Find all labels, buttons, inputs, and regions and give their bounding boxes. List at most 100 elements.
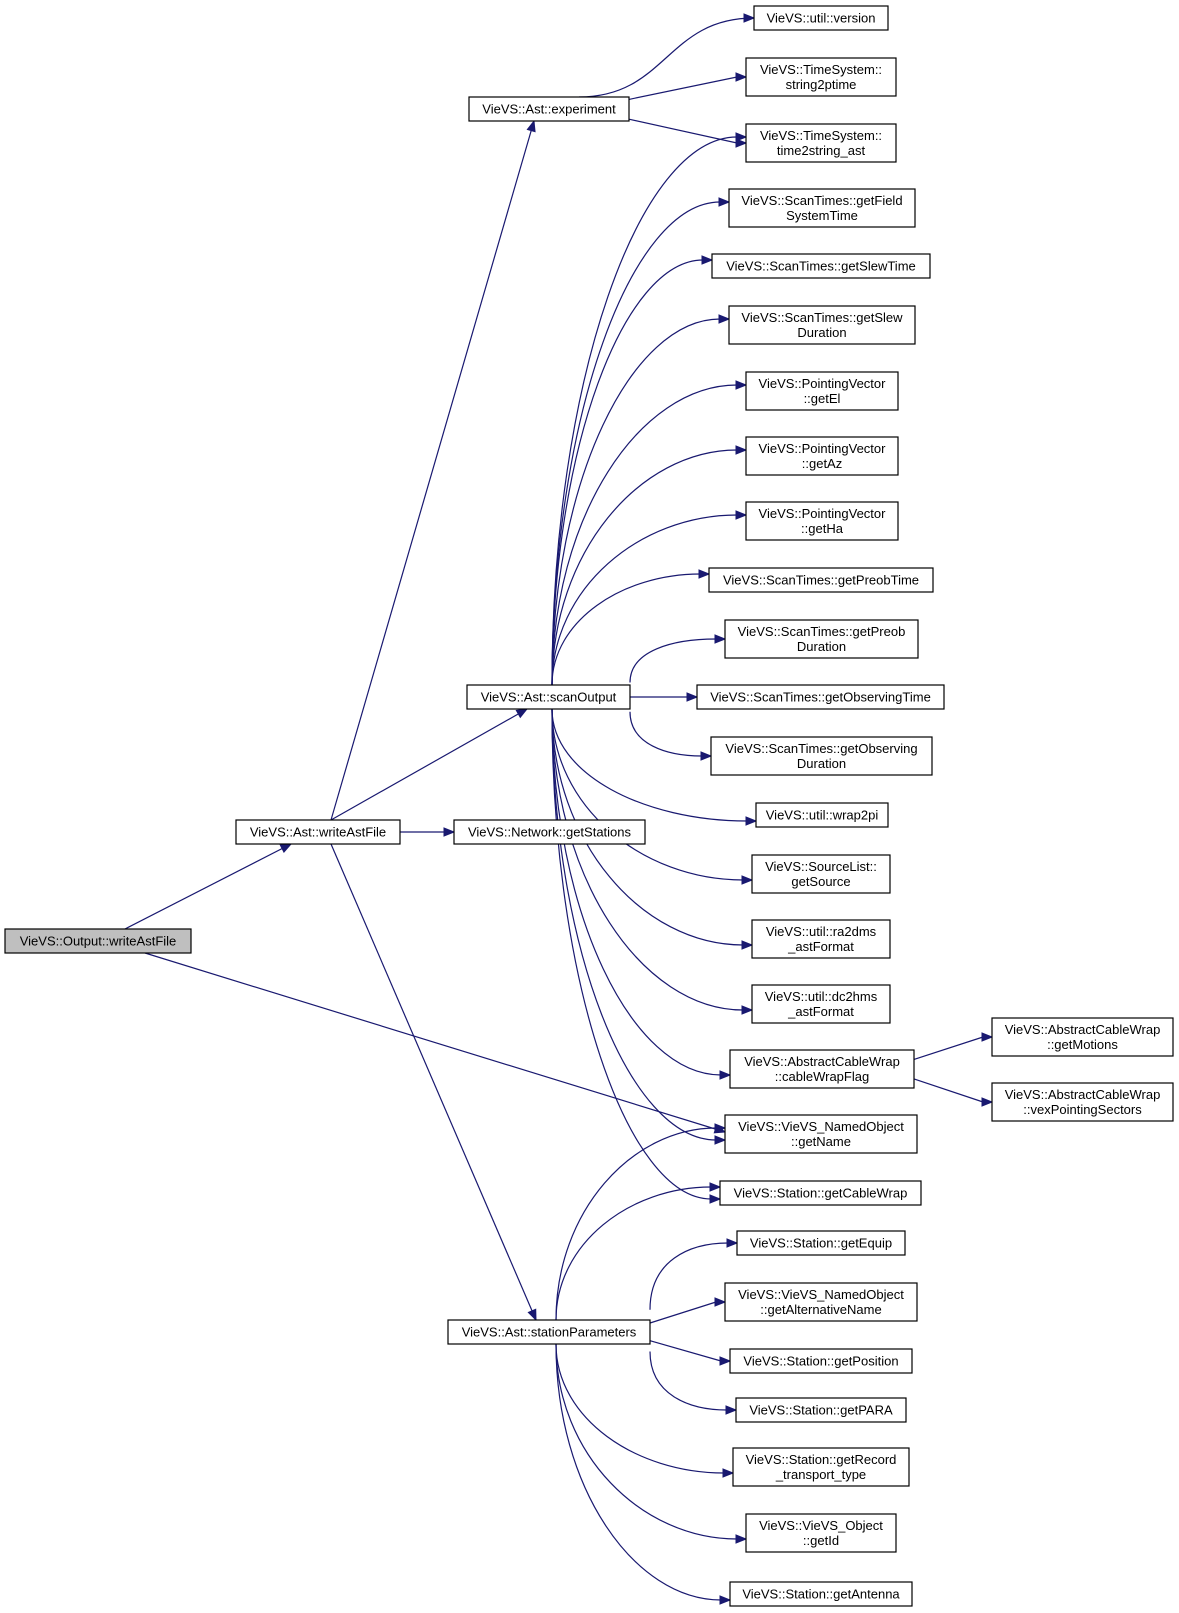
edge-line (330, 708, 528, 821)
edge-ast_scanOutput-to-st_getFieldSystemTime (551, 197, 731, 686)
arrowhead-icon (981, 1032, 994, 1042)
node-label: VieVS::Station::getEquip (750, 1236, 892, 1251)
node-ast_scanOutput[interactable]: VieVS::Ast::scanOutput (466, 684, 631, 710)
node-stn_getPARA[interactable]: VieVS::Station::getPARA (735, 1397, 907, 1423)
node-pv_getAz[interactable]: VieVS::PointingVector::getAz (745, 436, 899, 476)
arrowhead-icon (735, 132, 748, 142)
node-box (729, 1581, 913, 1607)
node-box (735, 1397, 907, 1423)
arrowhead-icon (735, 380, 748, 390)
node-obj_getId[interactable]: VieVS::VieVS_Object::getId (745, 1513, 897, 1553)
edge-acw_cableWrapFlag-to-acw_getMotions (913, 1032, 994, 1060)
edge-line (551, 201, 721, 686)
node-box (751, 984, 891, 1024)
node-box (745, 501, 899, 541)
edge-line (551, 318, 721, 686)
node-util_version[interactable]: VieVS::util::version (753, 5, 889, 31)
node-label: VieVS::AbstractCableWrap (1005, 1022, 1161, 1037)
node-pv_getHa[interactable]: VieVS::PointingVector::getHa (745, 501, 899, 541)
edge-line (551, 136, 738, 686)
node-output_writeAstFile[interactable]: VieVS::Output::writeAstFile (4, 928, 192, 954)
node-label: VieVS::Ast::writeAstFile (250, 825, 386, 840)
node-label: VieVS::Ast::scanOutput (481, 690, 617, 705)
node-label: Duration (797, 639, 846, 654)
node-box (711, 253, 931, 279)
node-pv_getEl[interactable]: VieVS::PointingVector::getEl (745, 371, 899, 411)
node-util_dc2hms[interactable]: VieVS::util::dc2hms_astFormat (751, 984, 891, 1024)
edge-line (629, 711, 703, 757)
node-label: VieVS::Station::getPARA (749, 1403, 893, 1418)
arrowhead-icon (722, 1468, 735, 1478)
arrowhead-icon (745, 816, 758, 826)
node-stn_getEquip[interactable]: VieVS::Station::getEquip (736, 1230, 906, 1256)
node-sl_getSource[interactable]: VieVS::SourceList::getSource (751, 854, 891, 894)
node-stn_getCableWrap[interactable]: VieVS::Station::getCableWrap (719, 1180, 922, 1206)
node-ts_string2ptime[interactable]: VieVS::TimeSystem::string2ptime (745, 57, 897, 97)
edge-ast_stationParameters-to-no_getName (555, 1123, 727, 1321)
edge-ast_stationParameters-to-obj_getId (555, 1343, 748, 1544)
node-no_getName[interactable]: VieVS::VieVS_NamedObject::getName (724, 1114, 918, 1154)
node-label: VieVS::ScanTimes::getObservingTime (710, 690, 931, 705)
node-label: _astFormat (787, 1004, 854, 1019)
node-stn_getPosition[interactable]: VieVS::Station::getPosition (729, 1348, 913, 1374)
edge-acw_cableWrapFlag-to-acw_vexPointingSectors (913, 1078, 994, 1107)
arrowhead-icon (701, 255, 714, 265)
node-ast_stationParameters[interactable]: VieVS::Ast::stationParameters (447, 1319, 651, 1345)
edge-ast_scanOutput-to-pv_getHa (551, 510, 748, 686)
node-box (235, 819, 401, 845)
node-stn_getRecord[interactable]: VieVS::Station::getRecord_transport_type (732, 1447, 910, 1487)
node-util_ra2dms[interactable]: VieVS::util::ra2dms_astFormat (751, 919, 891, 959)
edge-ast_stationParameters-to-stn_getPARA (649, 1351, 738, 1415)
node-label: getSource (791, 874, 850, 889)
node-st_getObservingTime[interactable]: VieVS::ScanTimes::getObservingTime (696, 684, 945, 710)
node-box (708, 567, 934, 593)
node-network_getStations[interactable]: VieVS::Network::getStations (453, 819, 646, 845)
node-util_wrap2pi[interactable]: VieVS::util::wrap2pi (755, 802, 889, 828)
edge-line (551, 573, 701, 686)
edge-line (628, 76, 738, 100)
edge-line (551, 384, 738, 686)
node-label: VieVS::util::version (767, 11, 876, 26)
node-ast_experiment[interactable]: VieVS::Ast::experiment (468, 96, 630, 122)
node-label: VieVS::ScanTimes::getSlewTime (726, 259, 916, 274)
node-label: time2string_ast (777, 143, 866, 158)
arrowhead-icon (686, 692, 699, 702)
edge-ast_scanOutput-to-util_dc2hms (551, 708, 754, 1015)
node-label: VieVS::VieVS_Object (759, 1518, 883, 1533)
node-box (729, 1049, 915, 1089)
node-label: SystemTime (786, 208, 858, 223)
node-label: VieVS::util::ra2dms (766, 924, 877, 939)
edge-ast_writeAstFile-to-ast_scanOutput (330, 708, 529, 821)
node-label: Duration (797, 325, 846, 340)
edge-line (913, 1078, 984, 1103)
edge-ast_scanOutput-to-st_getPreobDuration (629, 634, 727, 683)
edge-line (551, 708, 712, 1200)
node-ast_writeAstFile[interactable]: VieVS::Ast::writeAstFile (235, 819, 401, 845)
arrowhead-icon (719, 1070, 732, 1080)
edge-line (578, 17, 755, 98)
node-label: VieVS::Ast::stationParameters (462, 1325, 637, 1340)
edge-ast_writeAstFile-to-ast_stationParameters (330, 843, 537, 1322)
edge-ast_stationParameters-to-stn_getRecord (555, 1343, 735, 1478)
edge-line (555, 1186, 712, 1321)
arrowhead-icon (735, 510, 748, 520)
node-label: ::getName (791, 1134, 851, 1149)
node-stn_getAntenna[interactable]: VieVS::Station::getAntenna (729, 1581, 913, 1607)
edge-line (551, 514, 738, 686)
node-no_getAlternativeName[interactable]: VieVS::VieVS_NamedObject::getAlternative… (724, 1282, 918, 1322)
node-ts_time2string_ast[interactable]: VieVS::TimeSystem::time2string_ast (745, 123, 897, 163)
call-edges (124, 13, 994, 1605)
node-st_getSlewTime[interactable]: VieVS::ScanTimes::getSlewTime (711, 253, 931, 279)
node-acw_getMotions[interactable]: VieVS::AbstractCableWrap::getMotions (991, 1017, 1174, 1057)
node-acw_cableWrapFlag[interactable]: VieVS::AbstractCableWrap::cableWrapFlag (729, 1049, 915, 1089)
node-acw_vexPointingSectors[interactable]: VieVS::AbstractCableWrap::vexPointingSec… (991, 1082, 1174, 1122)
node-st_getPreobTime[interactable]: VieVS::ScanTimes::getPreobTime (708, 567, 934, 593)
edge-ast_stationParameters-to-stn_getAntenna (555, 1343, 732, 1605)
node-label: VieVS::ScanTimes::getPreob (738, 624, 906, 639)
arrowhead-icon (741, 940, 754, 950)
arrowhead-icon (735, 72, 748, 82)
